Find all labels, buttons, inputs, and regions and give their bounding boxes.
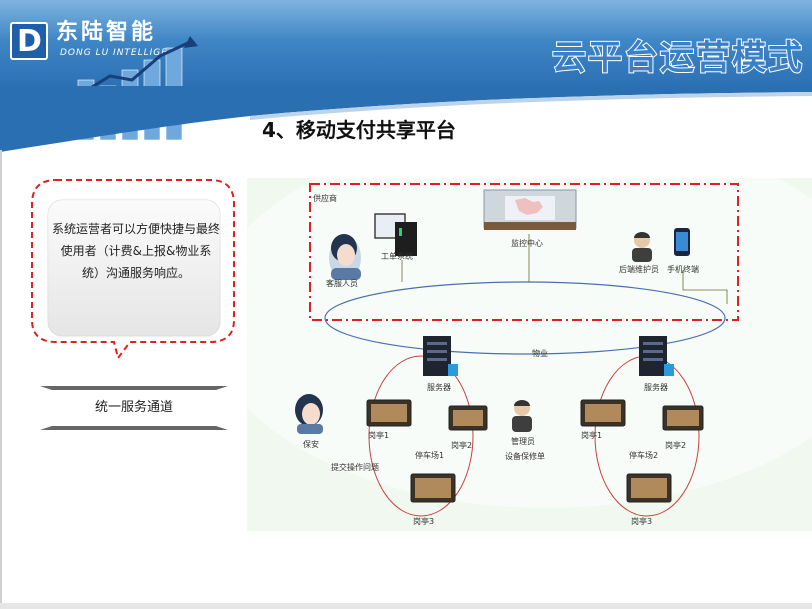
server-right-icon (639, 336, 674, 376)
parking1-label: 停车场1 (415, 451, 445, 460)
manager-avatar (512, 400, 532, 432)
maintenance-label: 后端维护员 (619, 265, 659, 274)
guard-label: 保安 (303, 440, 319, 449)
phone-label: 手机终端 (667, 265, 699, 274)
server-left-icon (423, 336, 458, 376)
support-staff-label: 客服人员 (326, 279, 358, 288)
gate1-right-label: 岗亭1 (581, 431, 603, 440)
supplier-boundary (309, 183, 739, 321)
parking2-label: 停车场2 (629, 451, 659, 460)
guard-avatar (295, 394, 323, 434)
channel-band (40, 386, 228, 430)
supplier-label: 供应商 (313, 194, 337, 203)
repair-order-label: 设备保修单 (505, 452, 545, 461)
diagram-canvas (247, 178, 812, 517)
header-curve (0, 86, 812, 152)
gate2-left-label: 岗亭2 (451, 441, 473, 450)
property-label: 物业 (532, 349, 548, 358)
bottom-rule (0, 603, 812, 609)
server-left-label: 服务器 (427, 383, 451, 392)
gate3-right-label: 岗亭3 (631, 517, 653, 526)
gate-screens (371, 404, 699, 498)
property-ring (324, 281, 726, 355)
work-order-terminal-icon (374, 213, 417, 256)
brand-name: 东陆智能 (56, 20, 157, 45)
server-right-label: 服务器 (644, 383, 668, 392)
monitor-center-label: 监控中心 (511, 239, 543, 248)
gate2-right-label: 岗亭2 (665, 441, 687, 450)
manager-label: 管理员 (511, 437, 535, 446)
logo-icon: D (10, 22, 48, 60)
monitor-center-icon (483, 189, 577, 230)
maintenance-staff-avatar (632, 232, 652, 262)
left-rule (0, 150, 2, 609)
callout-bubble (31, 179, 235, 360)
gate1-left-label: 岗亭1 (368, 431, 390, 440)
callout-text: 系统运营者可以方便快捷与最终使用者（计费&上报&物业系统）沟通服务响应。 (52, 222, 221, 280)
work-order-label: 工单系统 (381, 252, 413, 261)
page-title: 4、移动支付共享平台 (262, 118, 456, 142)
header-title: 云平台运营模式 (551, 37, 804, 79)
brand-name-en: DONG LU INTELLIGENT (60, 48, 183, 58)
submit-issue-label: 提交操作问题 (331, 463, 379, 472)
platform-diagram: 供应商 客服人员 工单系统 监控中心 后端维护员 手机终端 物业 服务器 服务器… (247, 178, 812, 531)
mobile-phone-icon (674, 228, 690, 256)
support-staff-avatar (329, 234, 361, 280)
header-banner: D 东陆智能 DONG LU INTELLIGENT 云平台运营模式 (0, 0, 812, 141)
gate3-left-label: 岗亭3 (413, 517, 435, 526)
unified-service-channel: 统一服务通道 (94, 400, 173, 415)
